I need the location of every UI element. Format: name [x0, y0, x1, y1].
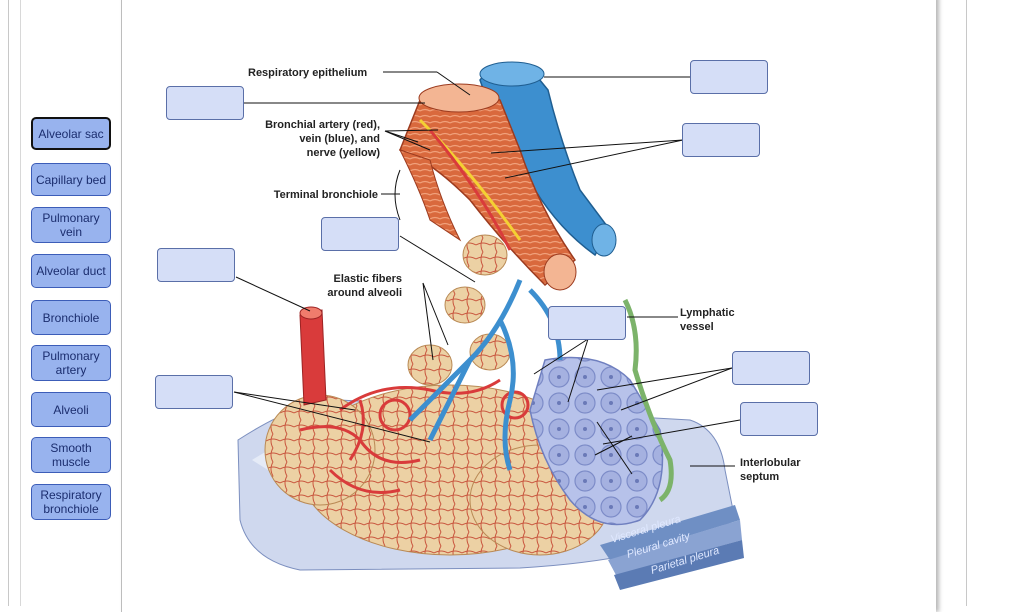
- pulmonary-artery-vessel: [299, 306, 327, 406]
- label-lymphatic-line2: vessel: [680, 321, 714, 333]
- label-pulmonary-vein[interactable]: Pulmonary vein: [31, 207, 111, 243]
- label-alveolar-duct[interactable]: Alveolar duct: [31, 254, 111, 288]
- label-elastic-line2: around alveoli: [327, 287, 402, 299]
- drop-target-6[interactable]: [548, 306, 626, 340]
- label-alveoli[interactable]: Alveoli: [31, 392, 111, 427]
- leader-lines: [233, 76, 741, 475]
- terminal-bronchiole-tube: [399, 149, 462, 242]
- left-frame-line-inner: [20, 0, 21, 606]
- label-capillary-bed[interactable]: Capillary bed: [31, 163, 111, 196]
- label-elastic-line1: Elastic fibers: [334, 273, 402, 285]
- label-bronchiole[interactable]: Bronchiole: [31, 300, 111, 335]
- label-interlobular-line1: Interlobular: [740, 457, 801, 469]
- bronchiole-tube: [399, 83, 577, 291]
- right-frame-line: [966, 0, 967, 606]
- printed-label-leaders: [381, 71, 735, 467]
- drop-target-4[interactable]: [321, 217, 399, 251]
- label-terminal-bronchiole: Terminal bronchiole: [274, 189, 378, 201]
- alveolar-sac-region: [529, 356, 664, 526]
- label-smooth-muscle[interactable]: Smooth muscle: [31, 437, 111, 473]
- capillary-bed-vessels: [299, 378, 530, 494]
- label-interlobular-line2: septum: [740, 471, 779, 483]
- label-bronchial-line3: nerve (yellow): [307, 147, 381, 159]
- left-frame-line: [8, 0, 9, 606]
- label-respiratory-epithelium: Respiratory epithelium: [248, 67, 367, 79]
- drop-target-3[interactable]: [682, 123, 760, 157]
- label-bronchial-line2: vein (blue), and: [299, 133, 380, 145]
- label-pulmonary-artery[interactable]: Pulmonary artery: [31, 345, 111, 381]
- drop-target-1[interactable]: [166, 86, 244, 120]
- drop-target-7[interactable]: [732, 351, 810, 385]
- label-lymphatic-line1: Lymphatic: [680, 307, 735, 319]
- lymphatic-vessel: [622, 298, 674, 503]
- drop-target-9[interactable]: [740, 402, 818, 436]
- label-respiratory-bronchiole[interactable]: Respiratory bronchiole: [31, 484, 111, 520]
- drop-target-5[interactable]: [157, 248, 235, 282]
- drop-target-2[interactable]: [690, 60, 768, 94]
- drop-target-8[interactable]: [155, 375, 233, 409]
- label-alveolar-sac[interactable]: Alveolar sac: [31, 117, 111, 150]
- label-bronchial-line1: Bronchial artery (red),: [265, 119, 380, 131]
